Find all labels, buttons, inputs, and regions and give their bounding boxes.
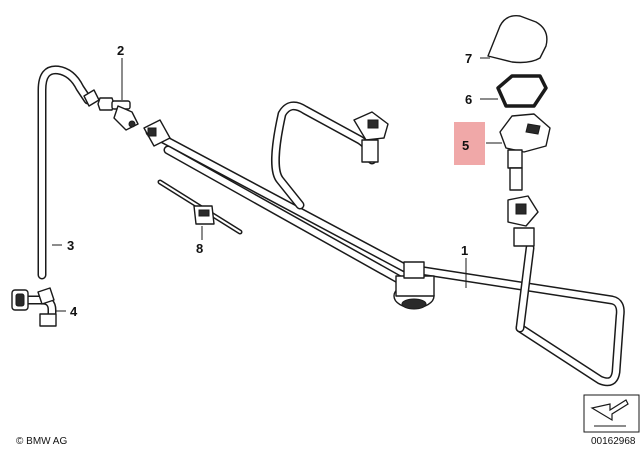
part-3-hose — [37, 65, 100, 280]
callout-5: 5 — [462, 138, 469, 153]
callout-5-highlight — [454, 122, 485, 165]
part-5-nozzle — [499, 113, 551, 191]
part-2-straight-connector — [97, 97, 139, 131]
callout-7: 7 — [465, 51, 472, 66]
part-8-cable-tie — [157, 179, 243, 235]
part-1-main-hose — [143, 101, 625, 387]
callout-8: 8 — [196, 241, 203, 256]
part-7-cover-cap — [487, 15, 548, 64]
callout-2: 2 — [117, 43, 124, 58]
copyright-text: © BMW AG — [16, 436, 67, 447]
callout-3: 3 — [67, 238, 74, 253]
callout-1: 1 — [461, 243, 468, 258]
part-6-seal — [496, 74, 548, 108]
right-connector — [507, 195, 539, 247]
callout-4: 4 — [70, 304, 78, 319]
valve-component — [393, 261, 435, 310]
direction-arrow-icon — [583, 394, 640, 433]
leader-lines — [52, 57, 502, 312]
image-number: 00162968 — [591, 436, 636, 447]
part-4-elbow-connector — [11, 287, 57, 327]
callout-6: 6 — [465, 92, 472, 107]
